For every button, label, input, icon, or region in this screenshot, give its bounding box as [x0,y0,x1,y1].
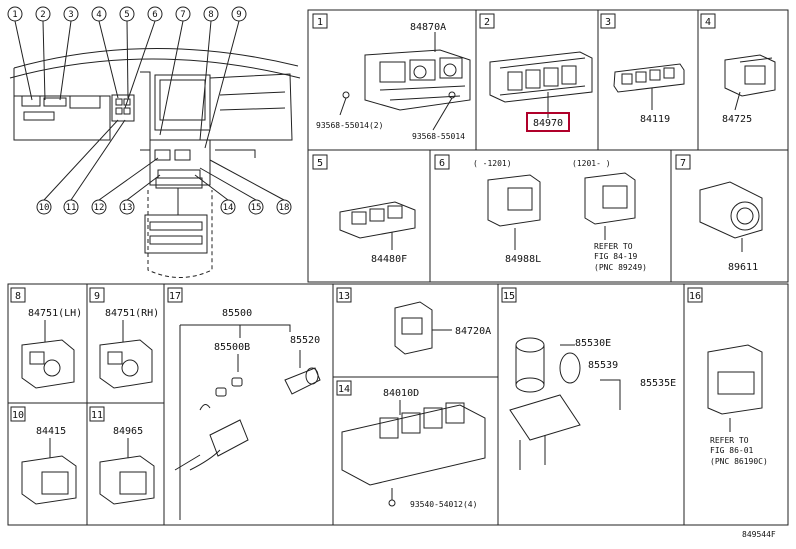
dashboard-overview [9,48,301,278]
section-17-number: 17 [169,291,181,302]
section-5-number: 5 [317,158,323,169]
switch-drawing-10 [21,438,77,505]
section-13-number: 13 [338,291,350,302]
switch-drawing-16 [707,344,763,432]
callout-6: 6 [152,10,157,20]
range-after-1201: (1201- ) [572,159,611,168]
switch-module-drawing-14 [341,400,486,507]
callout-14: 14 [223,203,234,213]
switch-drawing-6 [487,172,636,250]
section-2-number: 2 [484,17,490,28]
panel-grid [7,9,789,526]
callout-5: 5 [124,10,129,20]
callout-9: 9 [236,10,241,20]
section-number-boxes [10,13,716,422]
switch-drawing-4 [724,54,776,111]
callout-18: 18 [279,203,290,213]
part-84870A: 84870A [410,22,446,33]
overview-callouts-top [7,6,247,149]
range-before-1201: ( -1201) [473,159,512,168]
part-85530E: 85530E [575,338,611,349]
switch-strip-drawing-3 [613,63,685,110]
part-84988L: 84988L [505,254,541,265]
callout-15: 15 [251,203,262,213]
cigarette-lighter-drawing-15 [509,337,621,470]
push-start-button-drawing-7 [699,181,763,252]
part-84415: 84415 [36,426,66,437]
overview-callouts-bottom [36,119,292,215]
callout-12: 12 [94,203,105,213]
section-4-number: 4 [705,17,711,28]
part-84965: 84965 [113,426,143,437]
part-84751LH: 84751(LH) [28,308,82,319]
section-3-number: 3 [605,17,611,28]
mirror-switch-drawing-9 [99,320,153,389]
figure-id: 849544F [742,530,776,539]
part-85535E: 85535E [640,378,676,389]
part-93540-54012: 93540-54012(4) [410,500,477,509]
callout-4: 4 [96,10,101,20]
section-11-number: 11 [91,410,103,421]
section-10-number: 10 [12,410,24,421]
refer-84-19-line2: FIG 84-19 [594,252,638,261]
callout-2: 2 [40,10,45,20]
section-9-number: 9 [94,291,100,302]
switch-drawing-5 [339,201,416,250]
section-7-number: 7 [680,158,686,169]
part-84010D: 84010D [383,388,419,399]
callout-8: 8 [208,10,213,20]
refer-86-01-line1: REFER TO [710,436,749,445]
callout-11: 11 [66,203,77,213]
callout-10: 10 [39,203,50,213]
section-8-number: 8 [15,291,21,302]
section-6-number: 6 [439,158,445,169]
callout-7: 7 [180,10,185,20]
part-84970[interactable]: 84970 [533,118,563,129]
power-outlet-drawing-17 [174,324,321,520]
part-85539: 85539 [588,360,618,371]
part-84119: 84119 [640,114,670,125]
part-84725: 84725 [722,114,752,125]
part-85500B: 85500B [214,342,250,353]
refer-84-19-line3: (PNC 89249) [594,263,647,272]
part-84751RH: 84751(RH) [105,308,159,319]
section-16-number: 16 [689,291,701,302]
switch-drawing-13 [394,301,452,355]
switch-drawing-11 [99,438,155,505]
part-85500: 85500 [222,308,252,319]
callout-1: 1 [12,10,17,20]
section-15-number: 15 [503,291,515,302]
part-84720A: 84720A [455,326,491,337]
refer-86-01-line2: FIG 86-01 [710,446,754,455]
part-85520: 85520 [290,335,320,346]
callout-13: 13 [122,203,133,213]
refer-86-01-line3: (PNC 86190C) [710,457,768,466]
section-1-number: 1 [317,17,323,28]
highlight-box [526,112,570,132]
part-93568-55014-2: 93568-55014(2) [316,121,383,130]
switch-assembly-drawing-1 [339,32,471,131]
part-93568-55014: 93568-55014 [412,132,465,141]
mirror-switch-drawing-8 [21,320,75,389]
switch-panel-drawing-2 [489,51,593,118]
refer-84-19-line1: REFER TO [594,242,633,251]
callout-3: 3 [68,10,73,20]
part-84480F: 84480F [371,254,407,265]
section-14-number: 14 [338,384,350,395]
part-89611: 89611 [728,262,758,273]
